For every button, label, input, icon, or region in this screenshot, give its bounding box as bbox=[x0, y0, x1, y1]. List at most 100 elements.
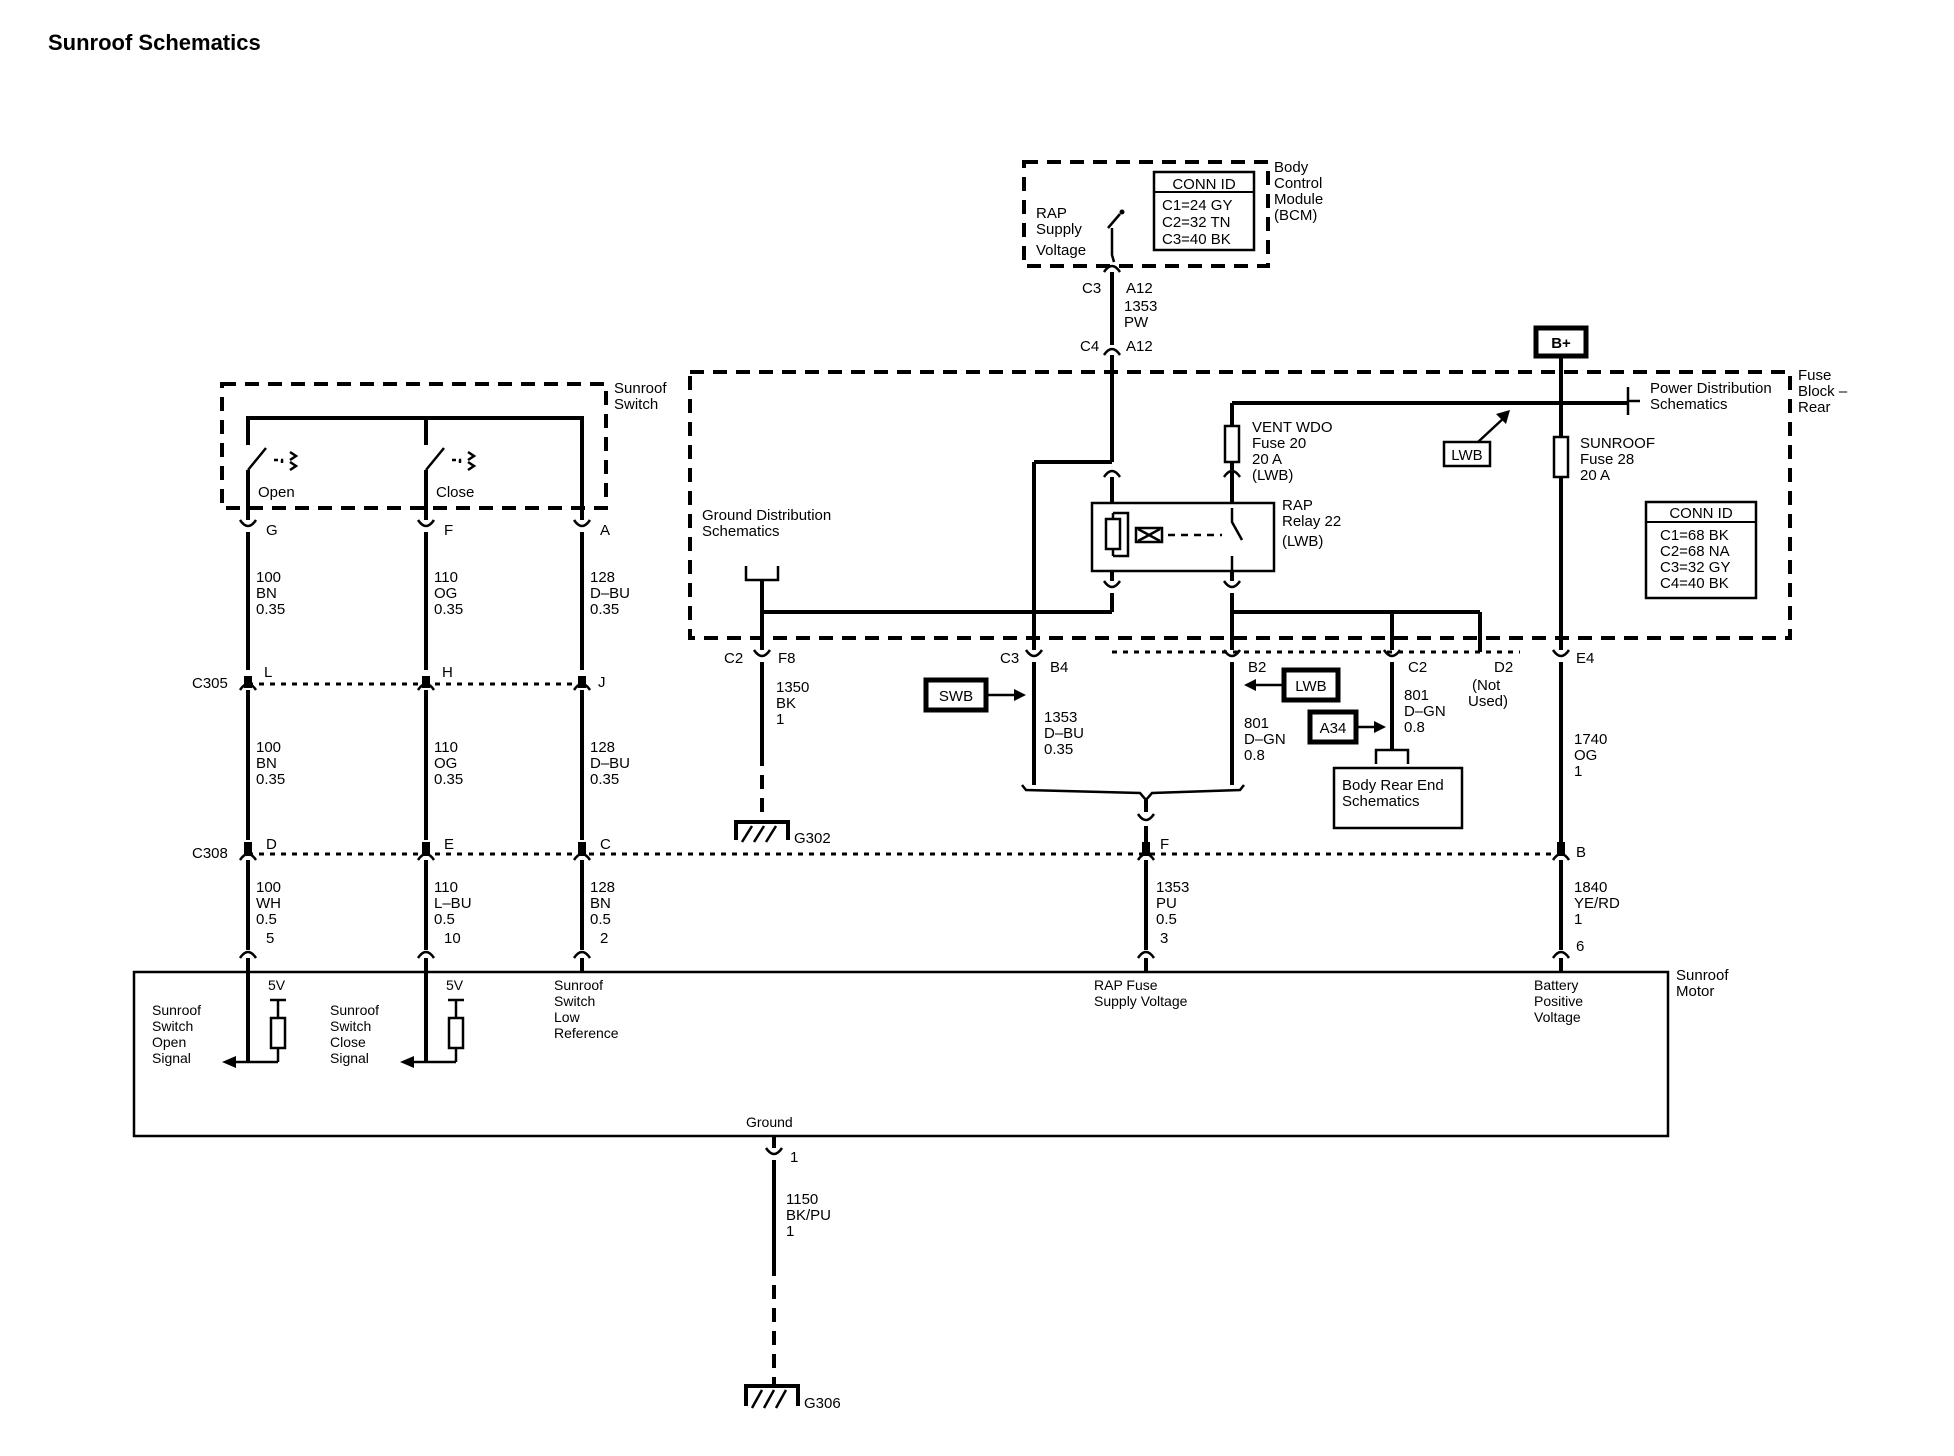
a34-label: A34 bbox=[1320, 720, 1347, 737]
body-rear-end-box bbox=[1332, 766, 1464, 830]
w100wh-color: WH bbox=[256, 895, 281, 912]
sunroof-motor: 5 10 2 3 6 Sunroof Motor 5V Sunroof Swit… bbox=[132, 930, 1729, 1138]
close-sig-2: Switch bbox=[330, 1018, 371, 1034]
fuse-block-label-3: Rear bbox=[1798, 399, 1831, 416]
w128dbu-gauge: 0.35 bbox=[590, 601, 619, 618]
w1353pu-gauge: 0.5 bbox=[1156, 911, 1177, 928]
open-sig-4: Signal bbox=[152, 1050, 191, 1066]
fb-conn-c4: C4=40 BK bbox=[1660, 575, 1729, 592]
switch-open-label: Open bbox=[258, 484, 295, 501]
w1840-num: 1840 bbox=[1574, 879, 1607, 896]
fuse-block-rear: Fuse Block – Rear Power Distribution Sch… bbox=[688, 367, 1848, 643]
sunroof-fuse-1: SUNROOF bbox=[1580, 435, 1655, 452]
vent-fuse-3: 20 A bbox=[1252, 451, 1282, 468]
c308-pin-d: D bbox=[266, 836, 277, 853]
connector-c305: C305 L H J 100 BN 0.35 110 OG 0.35 128 D… bbox=[192, 664, 630, 840]
batt-2: Positive bbox=[1534, 993, 1583, 1009]
sunroof-motor-box bbox=[132, 970, 1670, 1138]
w110lbu-color: L–BU bbox=[434, 895, 472, 912]
open-sig-3: Open bbox=[152, 1034, 186, 1050]
fb-conn-c2: C2=68 NA bbox=[1660, 543, 1730, 560]
sunroof-fuse-2: Fuse 28 bbox=[1580, 451, 1634, 468]
pin-c4-fb: C4 bbox=[1080, 338, 1099, 355]
w1353dbu-gauge: 0.35 bbox=[1044, 741, 1073, 758]
fb-conn-title: CONN ID bbox=[1669, 505, 1733, 522]
fuse-block-output-wires: 1353 D–BU 0.35 801 D–GN 0.8 801 D–GN 0.8… bbox=[1021, 662, 1607, 843]
motor-label-2: Motor bbox=[1676, 983, 1714, 1000]
w801b-color: D–GN bbox=[1404, 703, 1446, 720]
w100bnb-gauge: 0.35 bbox=[256, 771, 285, 788]
g302-label: G302 bbox=[794, 830, 831, 847]
w1353pu-num: 1353 bbox=[1156, 879, 1189, 896]
w1150-gauge: 1 bbox=[786, 1223, 794, 1240]
pin-c3-fb: C3 bbox=[1000, 650, 1019, 667]
vent-fuse-2: Fuse 20 bbox=[1252, 435, 1306, 452]
battery-positive: B+ bbox=[1533, 325, 1589, 445]
rap-relay-2: Relay 22 bbox=[1282, 513, 1341, 530]
wire-1353-color: PW bbox=[1124, 314, 1149, 331]
battery-label: B+ bbox=[1551, 335, 1571, 352]
w1353pu-color: PU bbox=[1156, 895, 1177, 912]
g306-label: G306 bbox=[804, 1395, 841, 1412]
w100bn-color: BN bbox=[256, 585, 277, 602]
w110ogb-num: 110 bbox=[434, 739, 458, 756]
fb-conn-c1: C1=68 BK bbox=[1660, 527, 1729, 544]
w110lbu-gauge: 0.5 bbox=[434, 911, 455, 928]
low-ref-1: Sunroof bbox=[554, 977, 603, 993]
lwb-tag-fuse bbox=[1442, 440, 1492, 468]
body-rear-1: Body Rear End bbox=[1342, 777, 1444, 794]
w801a-color: D–GN bbox=[1244, 731, 1286, 748]
c305-name: C305 bbox=[192, 675, 228, 692]
vent-fuse-4: (LWB) bbox=[1252, 467, 1293, 484]
close-sig-4: Signal bbox=[330, 1050, 369, 1066]
w100bnb-color: BN bbox=[256, 755, 277, 772]
fuse-block-label-2: Block – bbox=[1798, 383, 1848, 400]
w100wh-num: 100 bbox=[256, 879, 281, 896]
rap-relay-1: RAP bbox=[1282, 497, 1313, 514]
vent-wdo-fuse bbox=[1223, 424, 1241, 464]
motor-pin-2: 2 bbox=[600, 930, 608, 947]
fb-conn-id-table bbox=[1644, 500, 1758, 600]
w100bn-num: 100 bbox=[256, 569, 281, 586]
bcm-label-1: Body bbox=[1274, 159, 1309, 176]
bcm-conn-c2: C2=32 TN bbox=[1162, 214, 1231, 231]
bcm-conn-title: CONN ID bbox=[1172, 176, 1236, 193]
lwb2-label: LWB bbox=[1295, 678, 1326, 695]
ground-g306: 1 1150 BK/PU 1 G306 bbox=[744, 1136, 841, 1412]
motor-pin-6: 6 bbox=[1576, 938, 1584, 955]
rap-fuse-1: RAP Fuse bbox=[1094, 977, 1158, 993]
bcm-conn-id-table bbox=[1152, 170, 1256, 252]
w1350-gauge: 1 bbox=[776, 711, 784, 728]
c305-pin-h: H bbox=[442, 664, 453, 681]
close-5v: 5V bbox=[446, 977, 464, 993]
w100wh-gauge: 0.5 bbox=[256, 911, 277, 928]
not-used-1: (Not bbox=[1472, 677, 1501, 694]
w128dbu-color: D–BU bbox=[590, 585, 630, 602]
wire-1353-pw: C3 A12 1353 PW C4 A12 bbox=[1080, 228, 1157, 462]
w1740-num: 1740 bbox=[1574, 731, 1607, 748]
pin-c2-fb2: C2 bbox=[1408, 659, 1427, 676]
motor-pin-10: 10 bbox=[444, 930, 461, 947]
w128bn-num: 128 bbox=[590, 879, 615, 896]
ground-dist-1: Ground Distribution bbox=[702, 507, 831, 524]
bcm-label-3: Module bbox=[1274, 191, 1323, 208]
c305-pin-j: J bbox=[598, 674, 606, 691]
open-5v: 5V bbox=[268, 977, 286, 993]
c308-pin-c: C bbox=[600, 836, 611, 853]
motor-pin-3: 3 bbox=[1160, 930, 1168, 947]
pin-b2: B2 bbox=[1248, 659, 1266, 676]
motor-pin-5: 5 bbox=[266, 930, 274, 947]
fuse-block-label-1: Fuse bbox=[1798, 367, 1831, 384]
w128dbub-gauge: 0.35 bbox=[590, 771, 619, 788]
c305-pin-l: L bbox=[264, 664, 272, 681]
w110ogb-color: OG bbox=[434, 755, 457, 772]
pin-e4: E4 bbox=[1576, 650, 1594, 667]
bcm-conn-c1: C1=24 GY bbox=[1162, 197, 1232, 214]
a34-tag bbox=[1307, 709, 1359, 745]
motor-ground-label: Ground bbox=[746, 1114, 793, 1130]
wire-1353-num: 1353 bbox=[1124, 298, 1157, 315]
w110lbu-num: 110 bbox=[434, 879, 458, 896]
w100bn-gauge: 0.35 bbox=[256, 601, 285, 618]
w128dbub-num: 128 bbox=[590, 739, 615, 756]
power-distribution-label-2: Schematics bbox=[1650, 396, 1728, 413]
